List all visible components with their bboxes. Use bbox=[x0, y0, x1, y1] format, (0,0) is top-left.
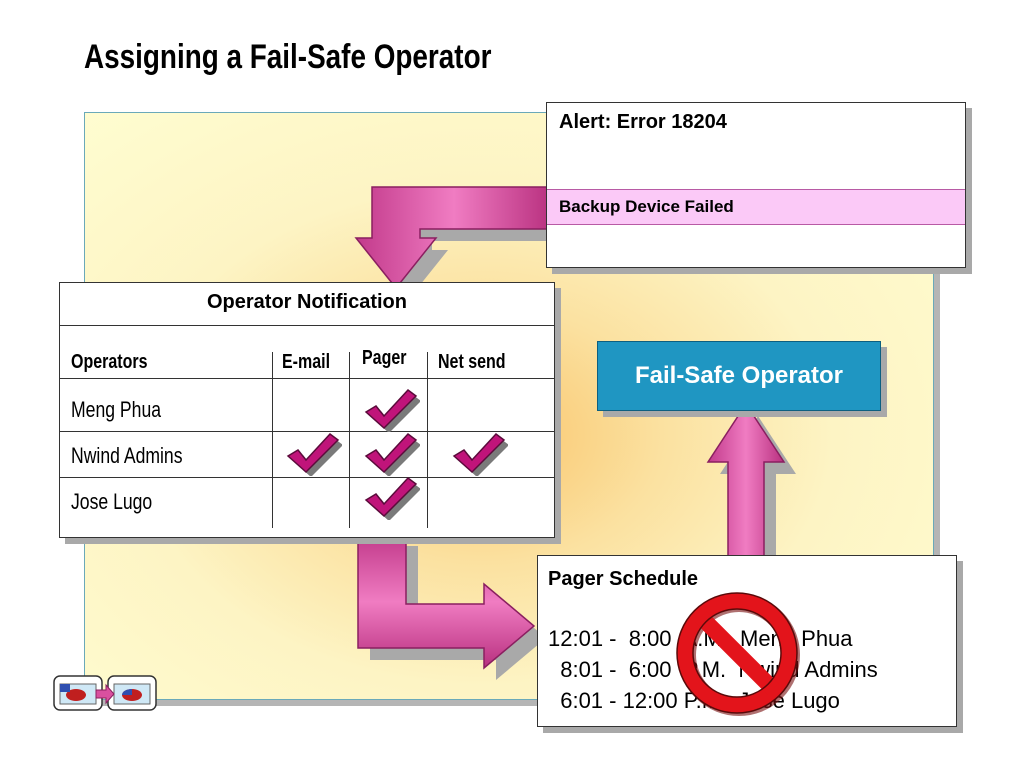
failsafe-operator-box: Fail-Safe Operator bbox=[597, 341, 881, 411]
check-icon bbox=[364, 432, 420, 476]
check-icon bbox=[286, 432, 342, 476]
alert-title: Alert: Error 18204 bbox=[559, 111, 727, 133]
column-header-operators: Operators bbox=[71, 351, 148, 373]
table-divider bbox=[60, 477, 554, 478]
operator-name: Meng Phua bbox=[71, 397, 162, 422]
nav-slide-icon[interactable] bbox=[52, 674, 160, 714]
page-title: Assigning a Fail-Safe Operator bbox=[84, 38, 492, 76]
pager-schedule-panel: Pager Schedule 12:01 - 8:00 A.M. Meng Ph… bbox=[537, 555, 957, 727]
operator-name: Nwind Admins bbox=[71, 443, 183, 468]
column-divider bbox=[427, 352, 428, 528]
table-divider bbox=[60, 378, 554, 379]
alert-message: Backup Device Failed bbox=[559, 197, 734, 216]
pager-schedule-title: Pager Schedule bbox=[548, 568, 699, 590]
column-header-pager: Pager bbox=[362, 347, 407, 369]
operator-name: Jose Lugo bbox=[71, 489, 153, 514]
prohibited-icon bbox=[676, 592, 800, 716]
column-divider bbox=[272, 352, 273, 528]
check-icon bbox=[364, 476, 420, 520]
alert-panel: Alert: Error 18204 Backup Device Failed bbox=[546, 102, 966, 268]
operator-notification-table: Operator Notification Operators E-mail P… bbox=[59, 282, 555, 538]
check-icon bbox=[452, 432, 508, 476]
column-header-net-send: Net send bbox=[438, 351, 506, 373]
column-header-email: E-mail bbox=[282, 351, 331, 373]
column-divider bbox=[349, 352, 350, 528]
check-icon bbox=[364, 388, 420, 432]
table-divider bbox=[60, 431, 554, 432]
operator-notification-title: Operator Notification bbox=[206, 291, 407, 313]
alert-message-band: Backup Device Failed bbox=[547, 189, 965, 225]
table-divider bbox=[60, 325, 554, 326]
